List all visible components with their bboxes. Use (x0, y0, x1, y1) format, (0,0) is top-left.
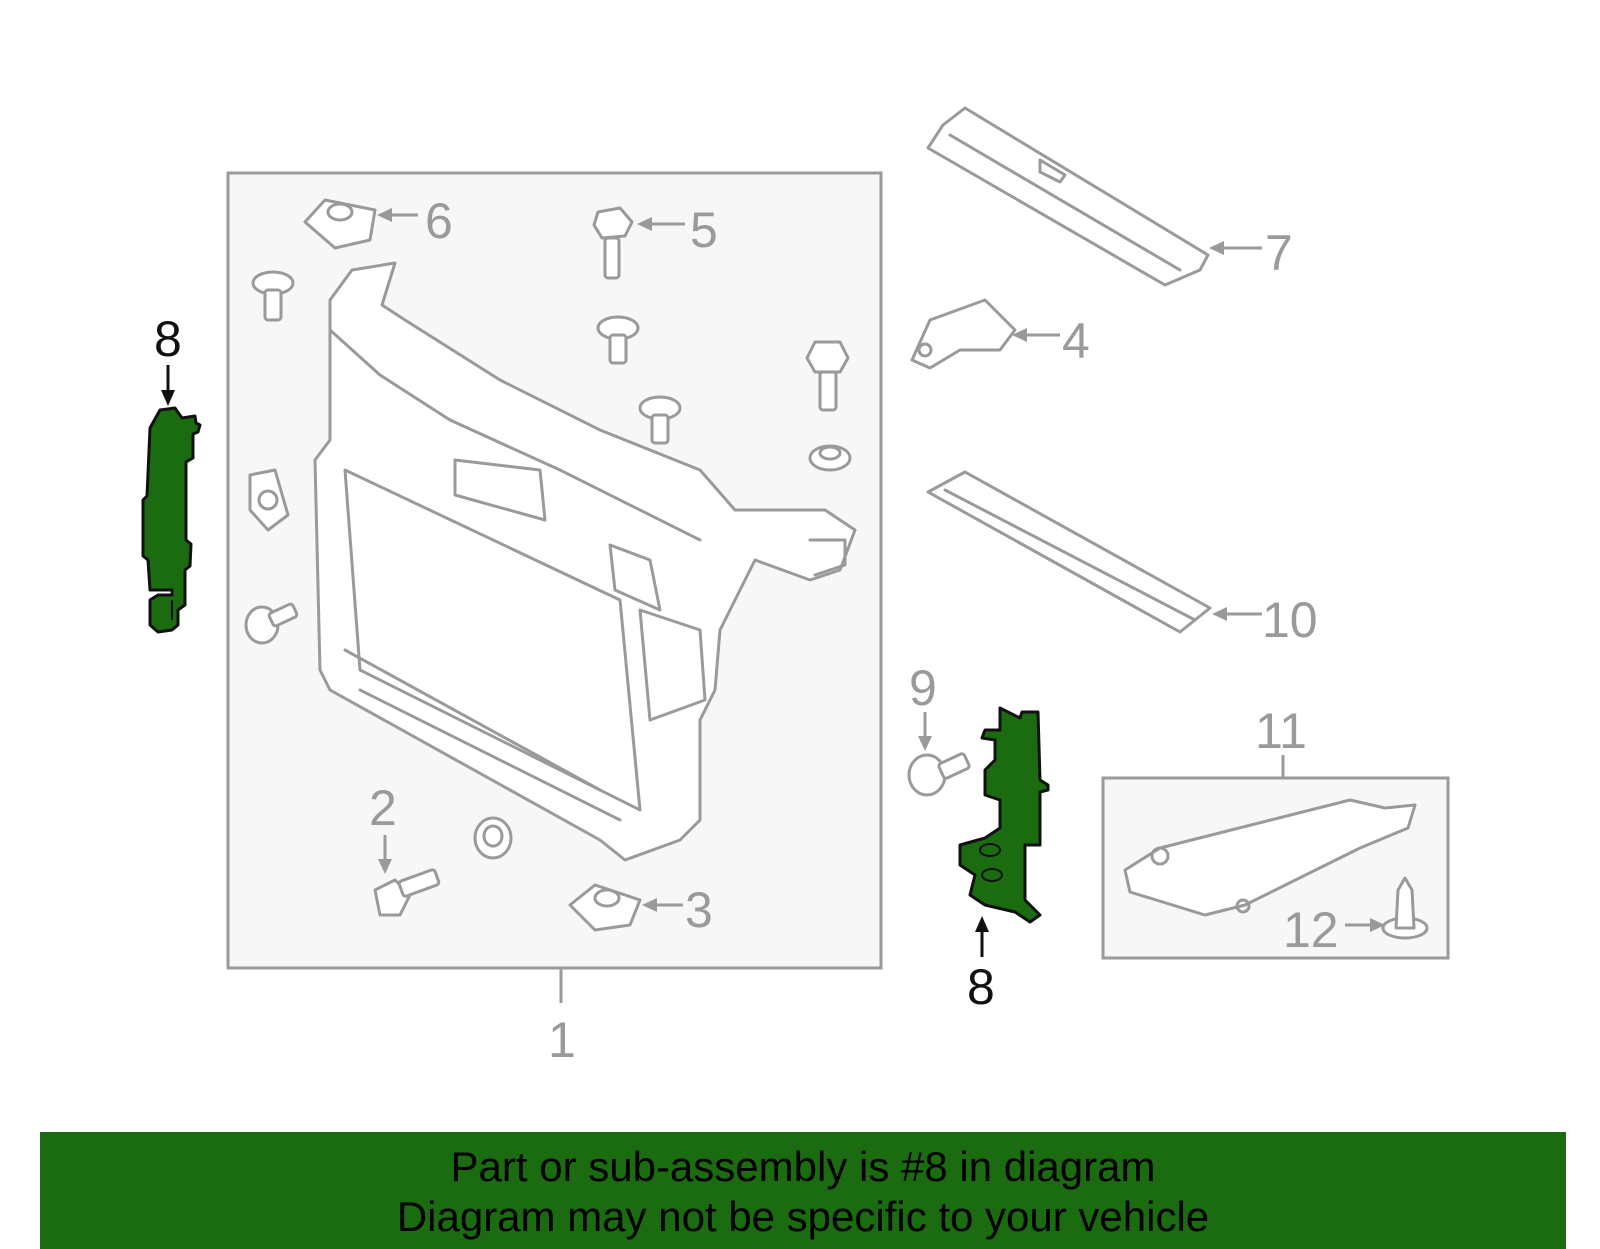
part-5-bolt: 5 (592, 202, 718, 280)
part-8-bracket-left: 8 (141, 311, 202, 634)
part-10-shield: 10 (926, 470, 1318, 648)
push-pin-left-top (251, 270, 295, 322)
part-9-pin: 9 (907, 660, 971, 797)
push-pin-center-1 (596, 315, 640, 365)
part-11-shield (1123, 798, 1417, 917)
push-pin-center-2 (638, 395, 682, 445)
callout-9: 9 (909, 660, 937, 716)
callout-8-right: 8 (967, 959, 995, 1015)
callout-8-left: 8 (154, 311, 182, 367)
callout-10: 10 (1262, 592, 1318, 648)
callout-3: 3 (685, 882, 713, 938)
banner-line-2: Diagram may not be specific to your vehi… (396, 1193, 1210, 1240)
push-pin-left-bottom (244, 602, 299, 645)
callout-4: 4 (1062, 313, 1090, 369)
part-6-clip: 6 (303, 193, 453, 250)
callout-12: 12 (1283, 902, 1339, 958)
part-4-bracket: 4 (910, 298, 1090, 370)
callout-6: 6 (425, 193, 453, 249)
callout-7: 7 (1265, 225, 1293, 281)
callout-5: 5 (690, 202, 718, 258)
banner-line-1: Part or sub-assembly is #8 in diagram (450, 1143, 1156, 1190)
part-8-bracket-right: 8 (958, 706, 1050, 1015)
info-banner: Part or sub-assembly is #8 in diagram Di… (40, 1132, 1566, 1249)
callout-11: 11 (1255, 703, 1307, 759)
nut-bottom (473, 816, 513, 860)
nut-right (808, 444, 852, 472)
bolt-right (805, 340, 850, 412)
callout-2: 2 (369, 780, 397, 836)
part-7-shield: 7 (926, 106, 1293, 287)
part-3-clip: 3 (568, 882, 713, 938)
radiator-support (313, 261, 857, 862)
part-12-screw: 12 (1283, 876, 1429, 958)
part-2-bolt: 2 (369, 780, 441, 917)
callout-1: 1 (548, 1012, 576, 1068)
nut-clip-left (248, 468, 290, 532)
